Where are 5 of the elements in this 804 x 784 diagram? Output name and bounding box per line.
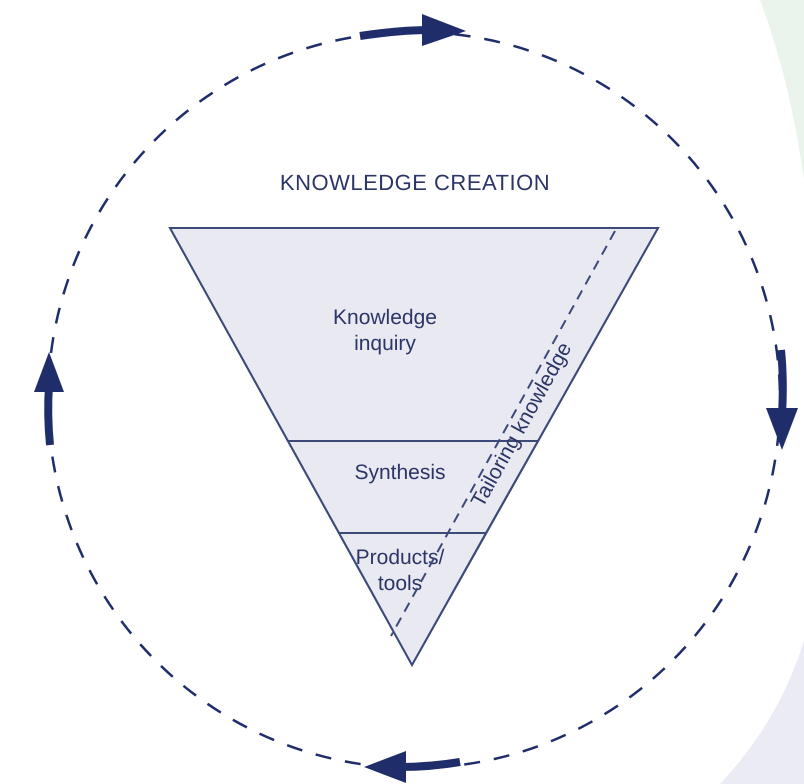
band-label: Products/ tools — [354, 545, 446, 597]
band-label: Synthesis — [353, 460, 447, 486]
band-label: Knowledge inquiry — [332, 305, 438, 357]
funnel-band — [339, 533, 486, 665]
heading: KNOWLEDGE CREATION — [278, 170, 552, 196]
